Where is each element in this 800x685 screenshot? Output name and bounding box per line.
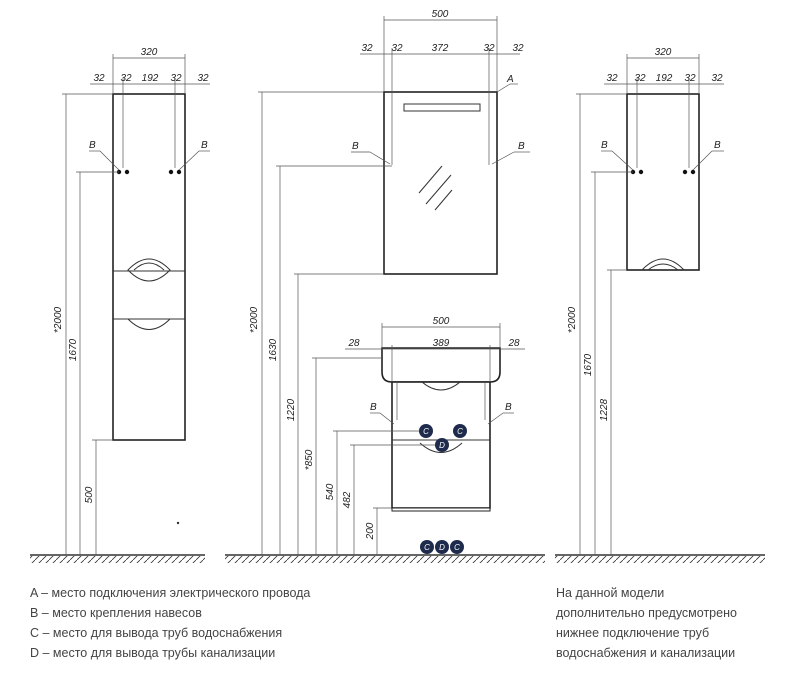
vanity-dimensions: 500 28 389 28 B B xyxy=(345,316,525,425)
left-width-32-a: 32 xyxy=(93,73,105,84)
mirror-dimensions: 500 32 32 372 32 32 A B B xyxy=(351,9,530,165)
floor-marker-c-2: C xyxy=(454,543,460,552)
left-marker-b-1: B xyxy=(89,140,96,151)
middle-height-540: 540 xyxy=(325,483,336,500)
mirror-light xyxy=(403,103,481,112)
right-width-32-c: 32 xyxy=(684,73,696,84)
left-width-320: 320 xyxy=(141,47,158,58)
bottom-connection-note: На данной модели дополнительно предусмот… xyxy=(556,583,786,663)
right-width-192: 192 xyxy=(656,73,673,84)
legend: A – место подключения электрического про… xyxy=(30,583,310,663)
note-line-4: водоснабжения и канализации xyxy=(556,646,736,660)
left-column-cabinet xyxy=(112,93,186,525)
left-height-500: 500 xyxy=(84,486,95,503)
vanity-connection-markers: C C D C D C xyxy=(419,424,467,554)
vanity-handle-top xyxy=(421,381,461,391)
vanity-width-28-b: 28 xyxy=(507,338,520,349)
legend-item-d: D – место для вывода трубы канализации xyxy=(30,646,276,660)
middle-height-1220: 1220 xyxy=(286,398,297,421)
right-height-2000: *2000 xyxy=(567,306,578,333)
left-height-1670: 1670 xyxy=(68,338,79,361)
legend-item-c: C – место для вывода труб водоснабжения xyxy=(30,626,283,640)
middle-height-482: 482 xyxy=(342,491,353,508)
legend-item-b: B – место крепления навесов xyxy=(30,606,202,620)
left-width-192: 192 xyxy=(142,73,159,84)
mirror-width-32-b: 32 xyxy=(391,43,403,54)
right-wall-cabinet xyxy=(626,93,700,271)
mirror-marker-b-2: B xyxy=(518,141,525,152)
middle-height-1630: 1630 xyxy=(268,338,279,361)
vanity-marker-d: D xyxy=(439,441,445,450)
left-dimensions: 320 32 32 192 32 32 *2000 1670 500 B B xyxy=(53,47,210,555)
left-cabinet-handle-top xyxy=(127,258,171,282)
floor-marker-c-1: C xyxy=(424,543,430,552)
vanity-cabinet xyxy=(381,347,501,512)
legend-item-a: A – место подключения электрического про… xyxy=(30,586,311,600)
mirror-marker-b-1: B xyxy=(352,141,359,152)
mirror-width-372: 372 xyxy=(432,43,449,54)
vanity-marker-b-2: B xyxy=(505,402,512,413)
vanity-width-28-a: 28 xyxy=(347,338,360,349)
right-dimensions: 320 32 32 192 32 32 *2000 1670 1228 B B xyxy=(567,47,724,555)
vanity-basin xyxy=(381,347,501,383)
floor-middle xyxy=(225,554,545,563)
vanity-marker-c-2: C xyxy=(457,427,463,436)
floor-marker-d: D xyxy=(439,543,445,552)
middle-height-2000: *2000 xyxy=(249,306,260,333)
floor-right xyxy=(555,554,765,563)
right-cabinet-handle xyxy=(641,258,685,271)
left-marker-b-2: B xyxy=(201,140,208,151)
mirror-width-32-d: 32 xyxy=(512,43,524,54)
right-width-32-a: 32 xyxy=(606,73,618,84)
right-height-1228: 1228 xyxy=(599,398,610,421)
right-marker-b-2: B xyxy=(714,140,721,151)
note-line-2: дополнительно предусмотрено xyxy=(556,606,737,620)
note-line-3: нижнее подключение труб xyxy=(556,626,710,640)
right-width-320: 320 xyxy=(655,47,672,58)
left-cabinet-handle-bottom xyxy=(127,318,171,330)
mirror-width-32-c: 32 xyxy=(483,43,495,54)
left-height-2000: *2000 xyxy=(53,306,64,333)
mirror-width-32-a: 32 xyxy=(361,43,373,54)
vanity-width-389: 389 xyxy=(433,338,450,349)
vanity-marker-c-1: C xyxy=(423,427,429,436)
left-width-32-c: 32 xyxy=(170,73,182,84)
right-width-32-b: 32 xyxy=(634,73,646,84)
left-width-32-d: 32 xyxy=(197,73,209,84)
vanity-width-500: 500 xyxy=(433,316,450,327)
middle-height-850: *850 xyxy=(304,449,315,470)
vanity-marker-b-1: B xyxy=(370,402,377,413)
mirror-width-500: 500 xyxy=(432,9,449,20)
middle-height-dimensions: *2000 1630 1220 *850 540 482 200 xyxy=(249,91,435,555)
mirror-marker-a: A xyxy=(506,74,514,85)
left-width-32-b: 32 xyxy=(120,73,132,84)
right-width-32-d: 32 xyxy=(711,73,723,84)
vanity-handle-bottom xyxy=(419,442,463,453)
middle-height-200: 200 xyxy=(365,522,376,540)
floor-left xyxy=(30,554,205,563)
right-height-1670: 1670 xyxy=(583,353,594,376)
mirror-cabinet xyxy=(383,91,498,275)
note-line-1: На данной модели xyxy=(556,586,665,600)
right-marker-b-1: B xyxy=(601,140,608,151)
